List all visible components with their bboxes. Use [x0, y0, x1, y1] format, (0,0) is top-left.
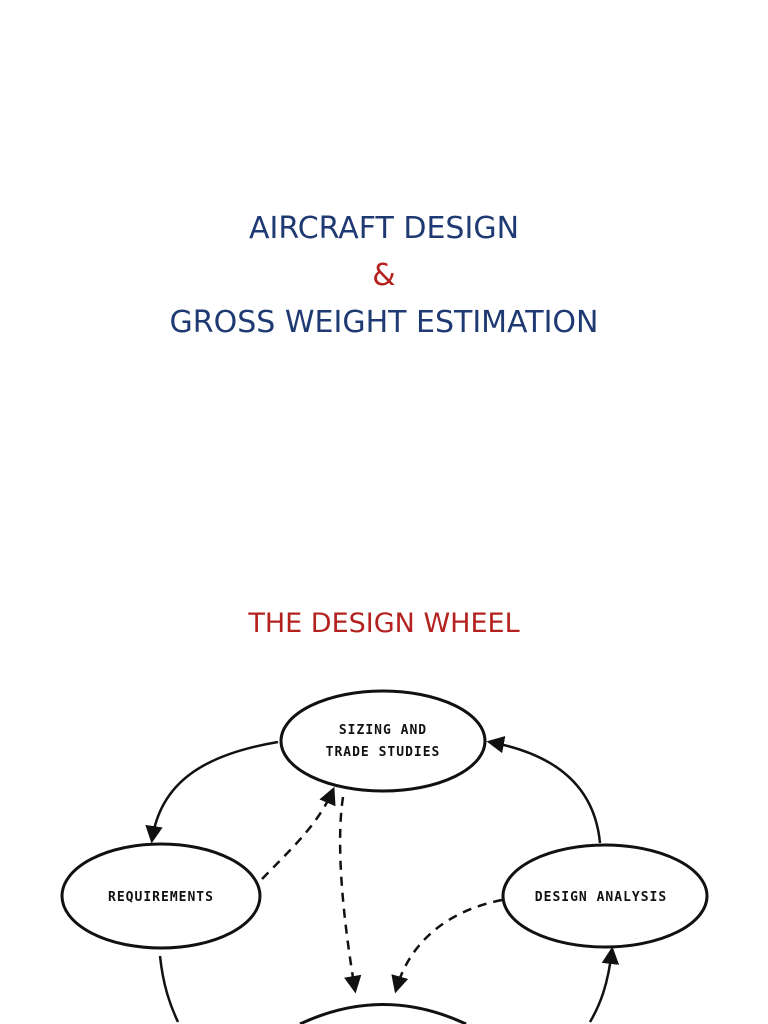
- arrow-bottom-to-analysis: [588, 946, 620, 1023]
- arrow-requirements-to-sizing-dashed: [261, 786, 336, 880]
- arrow-requirements-outer-path: [158, 955, 180, 1023]
- node-sizing-label-1: SIZING AND: [339, 723, 427, 738]
- title-ampersand: &: [372, 258, 396, 293]
- arrow-analysis-to-bottom-dashed: [391, 898, 503, 994]
- title-block: AIRCRAFT DESIGN & GROSS WEIGHT ESTIMATIO…: [0, 205, 768, 346]
- node-requirements: REQUIREMENTS: [60, 842, 262, 950]
- node-design-analysis-label: DESIGN ANALYSIS: [535, 890, 667, 905]
- title-line-2: GROSS WEIGHT ESTIMATION: [169, 305, 599, 340]
- arrow-analysis-to-sizing: [486, 735, 602, 844]
- node-design-analysis: DESIGN ANALYSIS: [501, 843, 709, 949]
- arrow-sizing-to-requirements: [145, 740, 279, 844]
- arrow-sizing-to-bottom-dashed: [338, 796, 362, 994]
- node-requirements-label: REQUIREMENTS: [108, 890, 214, 905]
- title-line-1: AIRCRAFT DESIGN: [248, 211, 520, 246]
- node-sizing-label-2: TRADE STUDIES: [326, 745, 441, 760]
- node-bottom-partial: [299, 1003, 467, 1024]
- node-sizing-trade-studies: SIZING AND TRADE STUDIES: [279, 689, 487, 793]
- diagram-subtitle: THE DESIGN WHEEL: [248, 608, 520, 639]
